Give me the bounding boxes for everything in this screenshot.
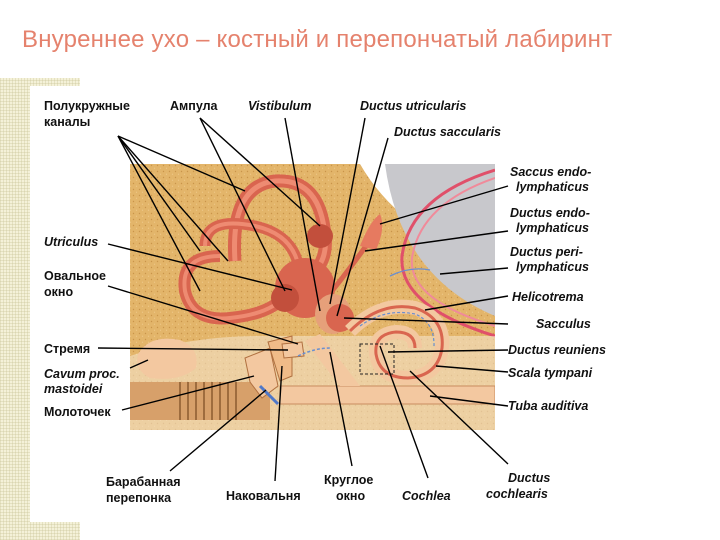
ear-canal [130,382,270,420]
label-molotochek: Молоточек [44,405,111,419]
ear-diagram-panel: Полукружные каналы Ампула Vistibulum Duc… [30,86,620,522]
ampulla-shape-2 [271,284,299,312]
perilymphatic-path [297,347,331,357]
label-ovalnoe-2: окно [44,285,73,299]
tuba-auditiva-shape [279,385,495,405]
semicircular-canals [178,174,332,325]
label-vistibulum: Vistibulum [248,99,311,113]
slide-title: Внуреннее ухо – костный и перепончатый л… [22,26,613,53]
perilymphatic-duct [389,268,431,277]
label-ductus-cochlearis-1: Ductus [508,471,550,485]
label-polukruzhnye: Полукружные [44,99,130,113]
label-krugloe-1: Круглое [324,473,373,487]
label-saccus-2: lymphaticus [516,180,589,194]
label-scala-tympani: Scala tympani [508,366,593,380]
label-cavum-2: mastoidei [44,382,103,396]
label-ductus-peri-1: Ductus peri- [510,245,583,259]
title-bar [0,0,720,78]
label-utriculus: Utriculus [44,235,98,249]
label-cochlea: Cochlea [402,489,451,503]
label-ductus-endo-2: lymphaticus [516,221,589,235]
leader-lines [97,117,509,482]
label-kanaly: каналы [44,115,90,129]
label-nakovalnya: Наковальня [226,489,301,503]
label-krugloe-2: окно [336,489,365,503]
label-ductus-cochlearis-2: cochlearis [486,487,548,501]
endolymphatic-duct [330,244,369,293]
label-barabannaya-2: перепонка [106,491,172,505]
label-saccus-1: Saccus endo- [510,165,591,179]
endolymphatic-sac [360,214,383,250]
label-ductus-peri-2: lymphaticus [516,260,589,274]
label-cavum-1: Cavum proc. [44,367,120,381]
label-sacculus: Sacculus [536,317,591,331]
sinus-vessel-inner [410,177,495,327]
label-barabannaya-1: Барабанная [106,475,181,489]
label-ampula: Ампула [170,99,219,113]
label-ductus-endo-1: Ductus endo- [510,206,590,220]
tympanic-cavity [305,334,360,386]
ductus-reuniens-box [359,343,395,375]
sinus-vessel [400,168,495,338]
cochlea-shape [345,299,450,386]
label-stremya: Стремя [44,342,90,356]
inner-ear-diagram: Полукружные каналы Ампула Vistibulum Duc… [44,99,606,505]
label-helicotrema: Helicotrema [512,290,584,304]
label-ductus-reuniens: Ductus reuniens [508,343,606,357]
canal-rings [179,382,237,420]
label-ductus-utricularis: Ductus utricularis [360,99,466,113]
tympanic-membrane-line [258,384,280,406]
label-tuba-auditiva: Tuba auditiva [508,399,588,413]
label-ovalnoe-1: Овальное [44,269,106,283]
ampulla-shape [307,224,333,248]
label-ductus-saccularis: Ductus saccularis [394,125,501,139]
